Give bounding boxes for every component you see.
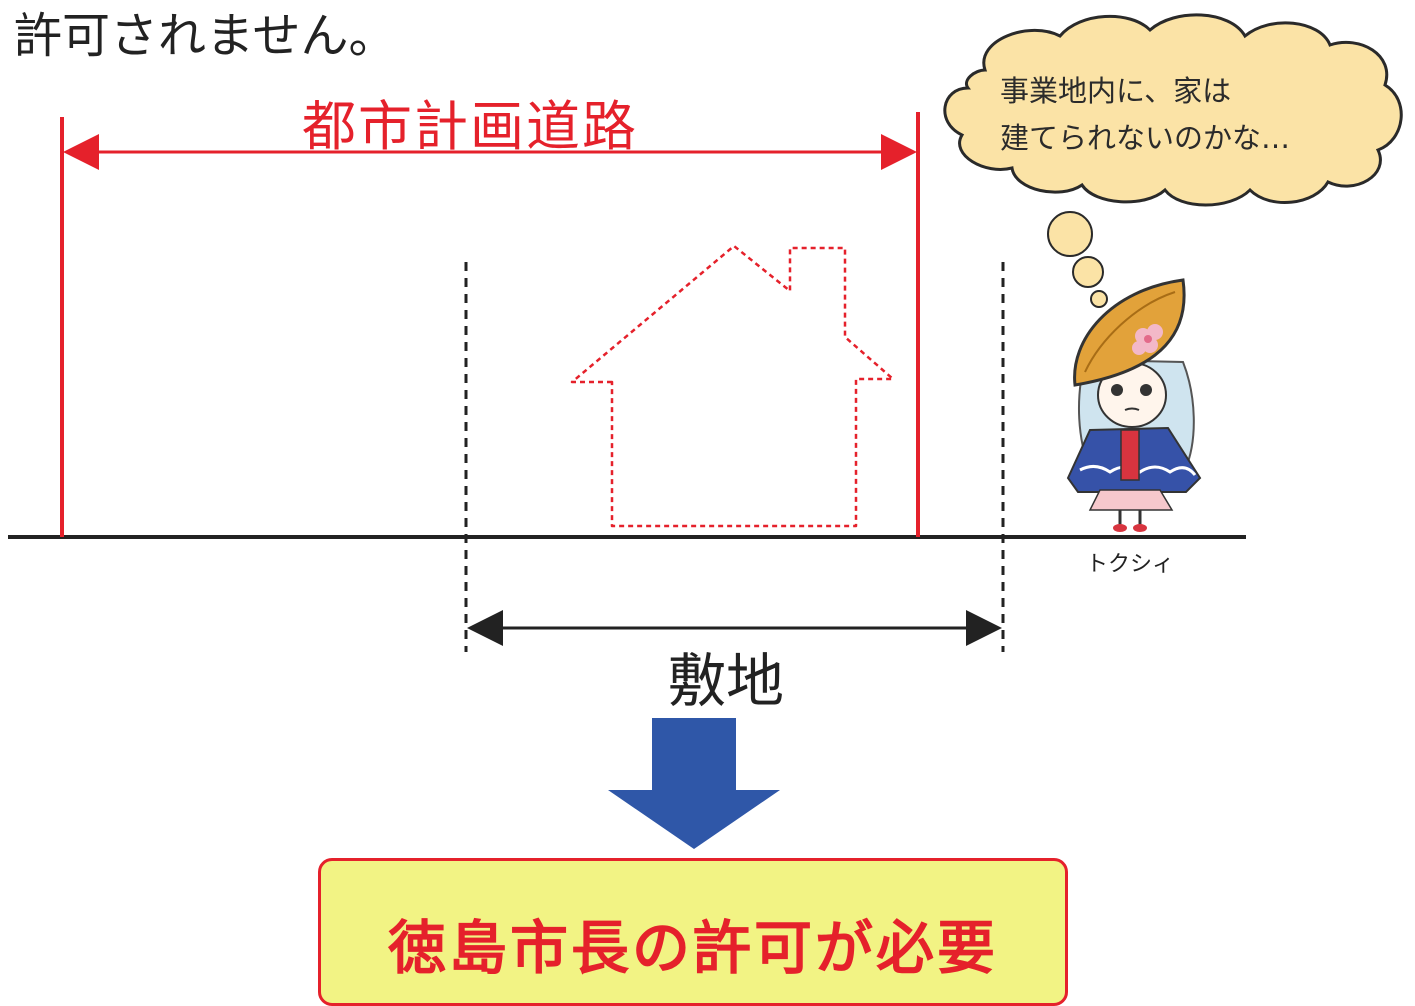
down-arrow-icon	[608, 718, 780, 849]
thought-cloud-icon	[943, 13, 1403, 207]
thought-text: 事業地内に、家は 建てられないのかな…	[1000, 68, 1290, 162]
tokushi-mascot-icon	[1066, 278, 1202, 532]
result-text: 徳島市長の許可が必要	[387, 914, 998, 982]
house-outline-icon	[570, 244, 895, 528]
thought-bubble-dot	[1047, 211, 1093, 257]
result-box: 徳島市長の許可が必要	[318, 858, 1068, 1006]
thought-bubble-dot	[1090, 290, 1108, 308]
site-label: 敷地	[668, 647, 785, 715]
road-label: 都市計画道路	[302, 95, 638, 158]
thought-line-2: 建てられないのかな…	[1000, 121, 1291, 155]
character-name: トクシィ	[1086, 552, 1175, 577]
heading-text: 許可されません。	[14, 8, 397, 64]
thought-bubble-dot	[1072, 256, 1104, 288]
thought-line-1: 事業地内に、家は	[1000, 74, 1232, 108]
